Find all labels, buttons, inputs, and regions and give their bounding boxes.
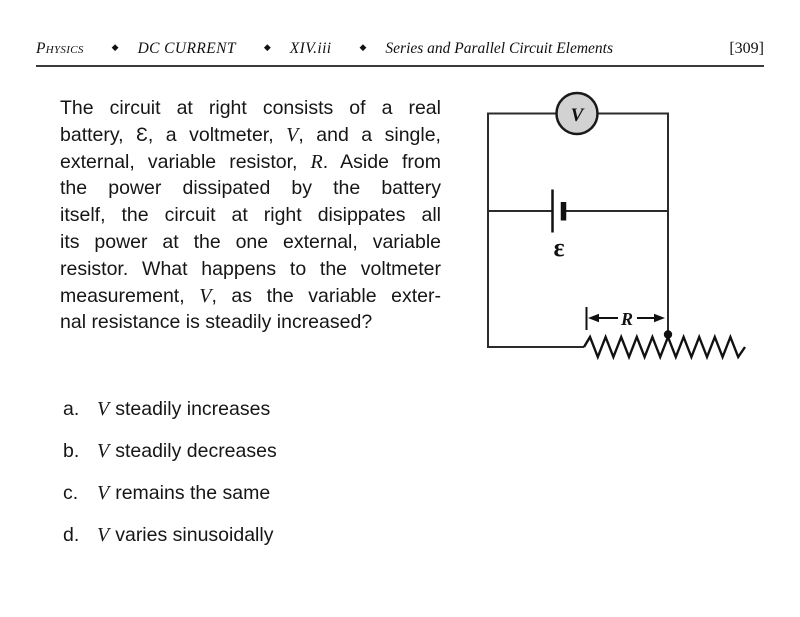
voltmeter-circle bbox=[555, 91, 599, 136]
right-arrowhead-icon bbox=[654, 313, 665, 323]
question-segment: , and a single, bbox=[298, 123, 441, 146]
option-letter: d. bbox=[63, 524, 80, 546]
question-segment: . Aside from bbox=[322, 150, 441, 173]
question-text: The circuit at right consists of a real b… bbox=[60, 95, 441, 336]
header-course: Physics bbox=[36, 40, 84, 57]
left-arrowhead-icon bbox=[588, 313, 599, 323]
question-segment: resistor. What happens to the voltmeter bbox=[60, 257, 441, 280]
diamond-separator-icon: ◆ bbox=[263, 42, 271, 52]
question-variable: V bbox=[286, 123, 299, 146]
question-line: itself, the circuit at right disippates … bbox=[60, 202, 441, 229]
variable-resistor bbox=[582, 330, 746, 361]
option-text: steadily increases bbox=[115, 398, 271, 420]
header-unit: DC CURRENT bbox=[137, 40, 236, 57]
question-line: the power dissipated by the battery bbox=[60, 175, 441, 202]
question-segment: measurement, bbox=[60, 284, 200, 307]
option-letter: a. bbox=[63, 398, 80, 420]
wiper-tap-dot bbox=[663, 330, 673, 339]
question-line: nal resistance is steadily increased? bbox=[60, 309, 441, 336]
battery-symbol bbox=[551, 189, 567, 233]
page-header: Physics ◆ DC CURRENT ◆ XIV.iii ◆ Series … bbox=[36, 40, 764, 67]
option-text: varies sinusoidally bbox=[115, 524, 274, 546]
option-letter: b. bbox=[63, 440, 80, 462]
question-line: resistor. What happens to the voltmeter bbox=[60, 256, 441, 283]
circuit-diagram: V ε R bbox=[487, 91, 746, 361]
question-line: The circuit at right consists of a real bbox=[60, 95, 441, 122]
option-text: remains the same bbox=[115, 482, 271, 504]
option-variable: V bbox=[97, 482, 110, 504]
question-line: its power at the one external, variable bbox=[60, 229, 441, 256]
question-segment: The circuit at right consists of a real bbox=[60, 97, 441, 119]
question-line: battery, Ɛ, a voltmeter, V, and a single… bbox=[60, 122, 441, 149]
header-topic: Series and Parallel Circuit Elements bbox=[385, 40, 614, 57]
option-letter: c. bbox=[63, 482, 79, 504]
option-variable: V bbox=[97, 398, 110, 420]
header-section: XIV.iii bbox=[289, 40, 332, 57]
question-segment: the power dissipated by the battery bbox=[60, 177, 441, 200]
question-segment: , as the variable exter- bbox=[211, 284, 441, 307]
option-text: steadily decreases bbox=[115, 440, 277, 462]
question-segment: its power at the one external, variable bbox=[60, 230, 441, 253]
resistance-dimension: R bbox=[585, 307, 665, 330]
resistor-label: R bbox=[620, 309, 633, 329]
emf-label: ε bbox=[553, 233, 564, 262]
voltmeter-symbol: V bbox=[555, 91, 599, 136]
question-line: measurement, V, as the variable exter- bbox=[60, 283, 441, 310]
option-variable: V bbox=[97, 440, 110, 462]
diamond-separator-icon: ◆ bbox=[111, 42, 119, 52]
circuit-wires bbox=[487, 112, 669, 348]
question-segment: nal resistance is steadily increased? bbox=[60, 311, 373, 334]
page-number: [309] bbox=[729, 40, 764, 57]
question-segment: , a voltmeter, bbox=[147, 123, 287, 146]
resistor-zigzag bbox=[582, 333, 746, 361]
option-variable: V bbox=[97, 524, 110, 546]
question-segment: battery, bbox=[60, 123, 137, 146]
question-variable: V bbox=[199, 284, 212, 307]
question-variable: Ɛ bbox=[136, 123, 148, 146]
diamond-separator-icon: ◆ bbox=[359, 42, 367, 52]
question-variable: R bbox=[310, 150, 323, 173]
question-segment: itself, the circuit at right disippates … bbox=[60, 204, 441, 227]
question-segment: external, variable resistor, bbox=[60, 150, 311, 173]
question-line: external, variable resistor, R. Aside fr… bbox=[60, 149, 441, 176]
voltmeter-label: V bbox=[571, 105, 585, 126]
